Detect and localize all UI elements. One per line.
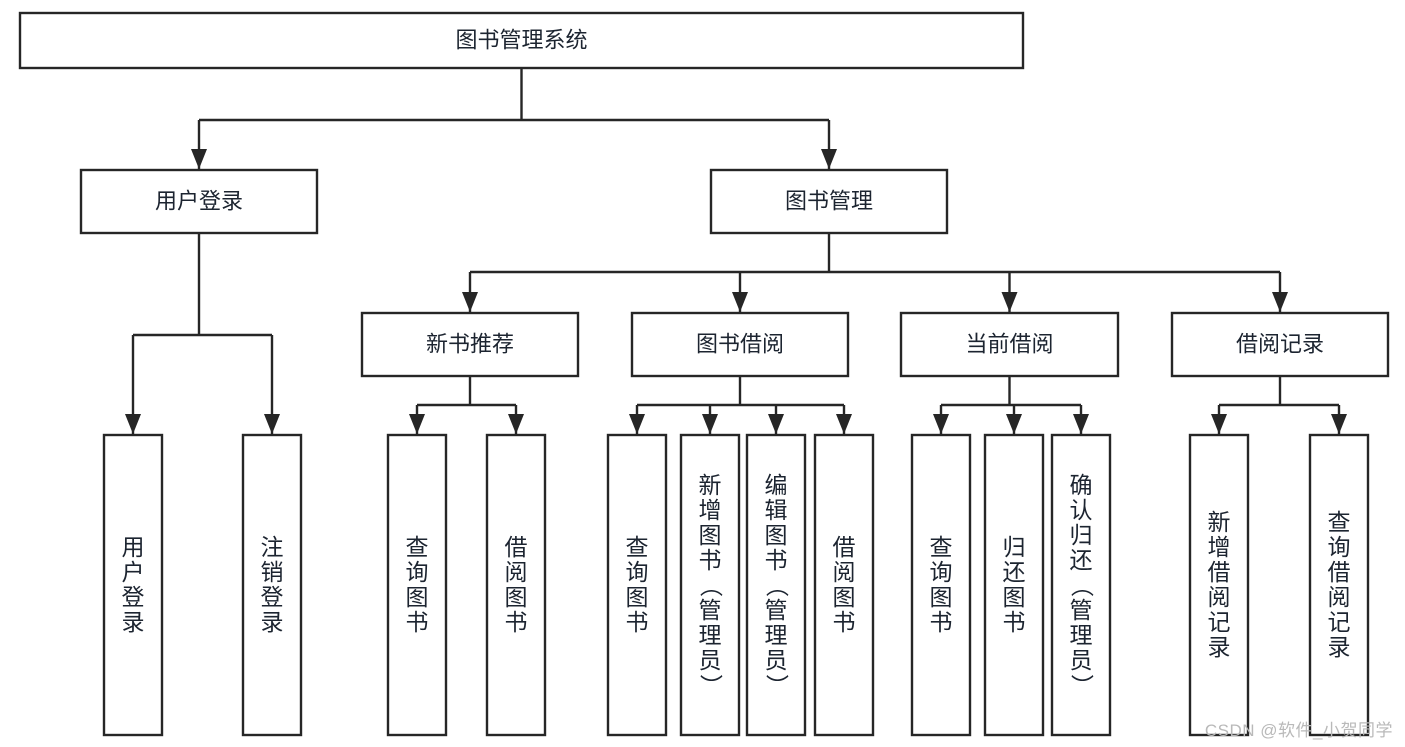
user-login-arrow-1 (264, 414, 280, 434)
node-new-book-recommend[interactable] (360, 311, 580, 378)
node-leaf-logout-login[interactable] (241, 433, 303, 737)
csdn-watermark: CSDN @软件_小贺同学 (1204, 721, 1393, 740)
node-leaf-return-book[interactable] (983, 433, 1045, 737)
node-label-new-book-recommend: 新书推荐 (426, 331, 514, 356)
node-leaf-query-book-1[interactable] (386, 433, 448, 737)
book-management-arrow-1 (732, 292, 748, 312)
book-management-arrow-2 (1001, 292, 1018, 312)
new-book-recommend-arrow-0 (409, 414, 425, 434)
node-leaf-edit-book[interactable] (745, 433, 807, 737)
borrow-record-arrow-0 (1211, 414, 1227, 434)
borrow-record-arrow-1 (1331, 414, 1347, 434)
node-book-management[interactable] (709, 168, 949, 235)
book-borrow-arrow-1 (702, 414, 718, 434)
node-label-user-login: 用户登录 (155, 188, 243, 213)
node-leaf-add-record[interactable] (1188, 433, 1250, 737)
book-borrow-arrow-3 (836, 414, 852, 434)
node-leaf-borrow-book-2[interactable] (813, 433, 875, 737)
node-leaf-borrow-book-1[interactable] (485, 433, 547, 737)
new-book-recommend-arrow-1 (508, 414, 524, 434)
node-leaf-query-record[interactable] (1308, 433, 1370, 737)
current-borrow-arrow-1 (1006, 414, 1022, 434)
node-leaf-confirm-return[interactable] (1050, 433, 1112, 737)
book-borrow-arrow-2 (768, 414, 784, 434)
root-arrow-0 (191, 149, 207, 169)
node-root[interactable] (18, 11, 1025, 70)
node-label-book-management: 图书管理 (785, 188, 873, 213)
book-management-arrow-3 (1272, 292, 1288, 312)
node-leaf-query-book-2[interactable] (606, 433, 668, 737)
book-management-arrow-0 (462, 292, 478, 312)
boxes-layer (18, 11, 1390, 737)
connectors-layer (125, 68, 1347, 434)
node-label-book-borrow: 图书借阅 (696, 331, 784, 356)
node-label-current-borrow: 当前借阅 (965, 331, 1053, 356)
book-borrow-arrow-0 (629, 414, 645, 434)
node-label-borrow-record: 借阅记录 (1236, 331, 1324, 356)
node-leaf-query-book-3[interactable] (910, 433, 972, 737)
node-borrow-record[interactable] (1170, 311, 1390, 378)
current-borrow-arrow-2 (1073, 414, 1089, 434)
node-label-root: 图书管理系统 (455, 27, 587, 52)
current-borrow-arrow-0 (933, 414, 949, 434)
node-leaf-user-login[interactable] (102, 433, 164, 737)
node-current-borrow[interactable] (899, 311, 1120, 378)
node-book-borrow[interactable] (630, 311, 850, 378)
node-user-login[interactable] (79, 168, 319, 235)
user-login-arrow-0 (125, 414, 141, 434)
node-leaf-add-book[interactable] (679, 433, 741, 737)
root-arrow-1 (821, 149, 837, 169)
